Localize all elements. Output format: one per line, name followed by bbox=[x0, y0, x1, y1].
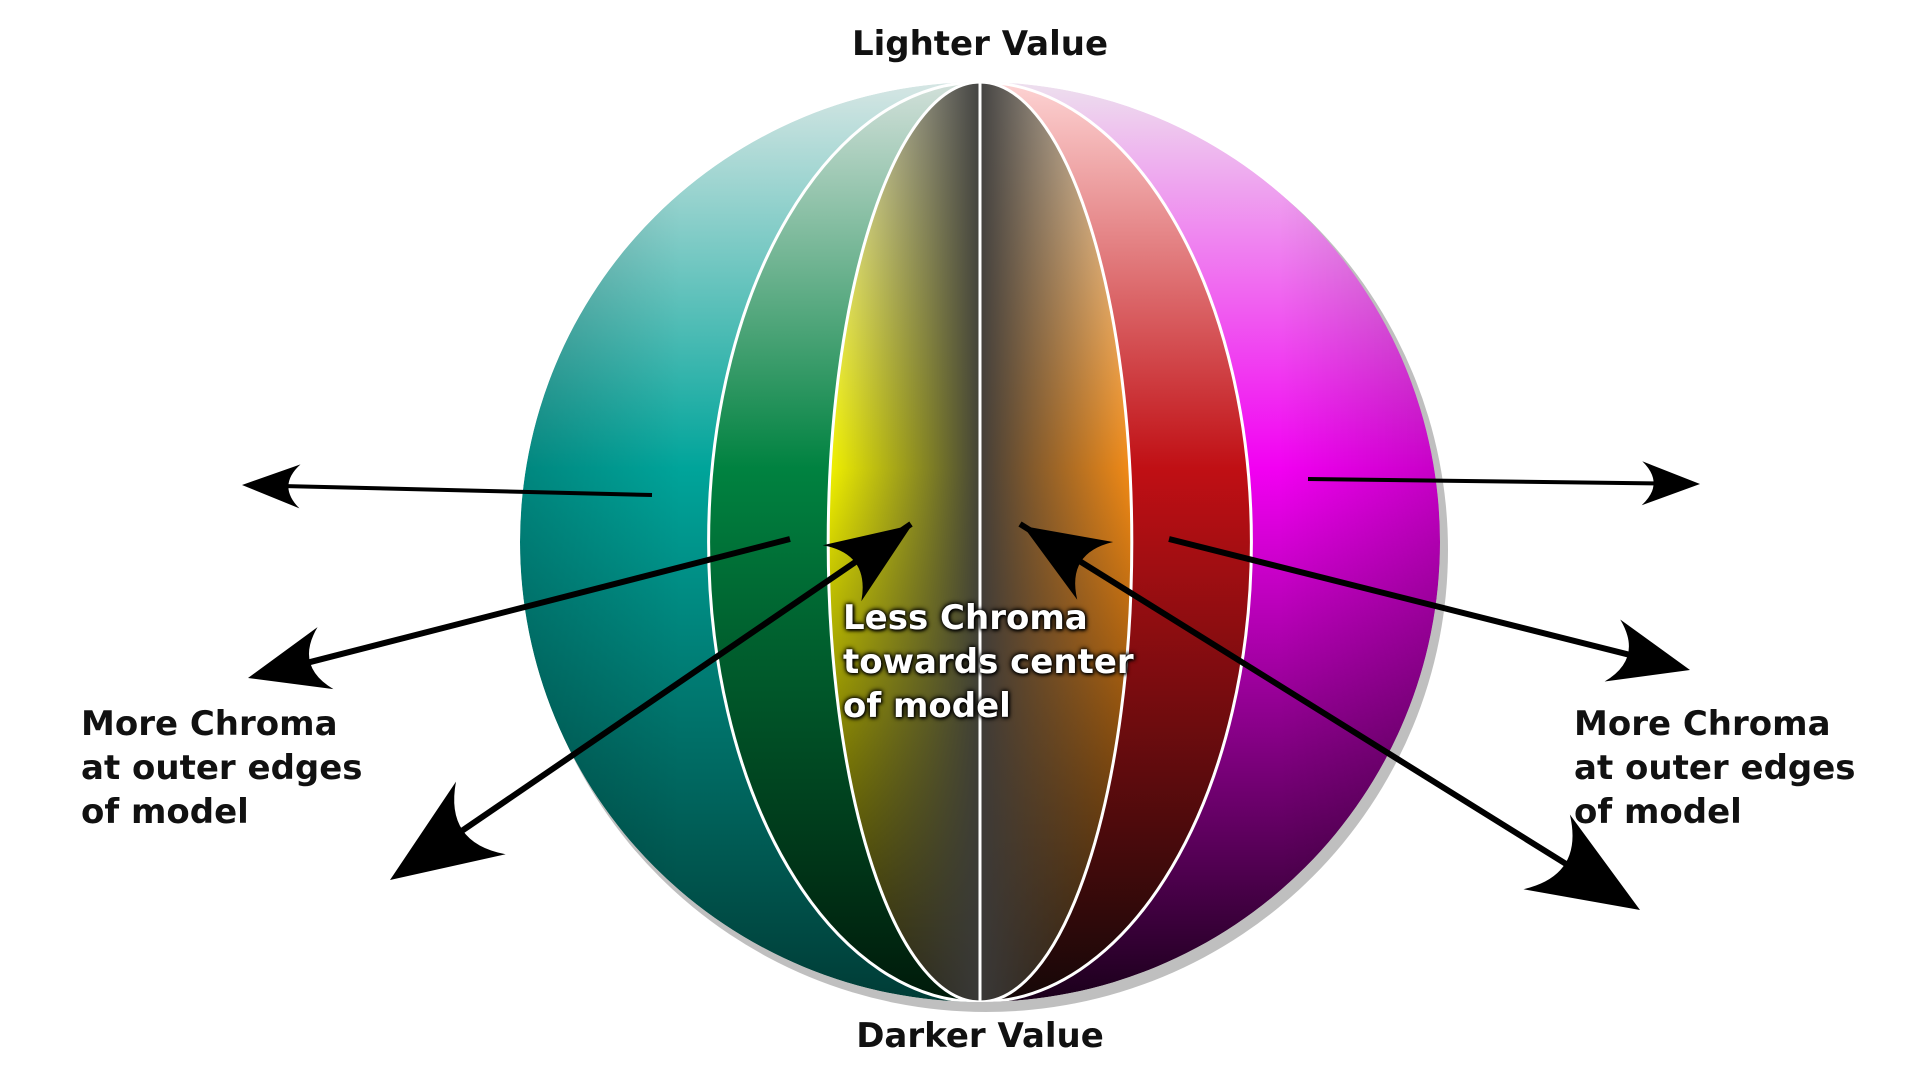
less-chroma-line-1: Less Chroma bbox=[843, 598, 1088, 638]
arrow-left-down bbox=[248, 536, 791, 690]
darker-value-label: Darker Value bbox=[856, 1016, 1104, 1056]
arrow-right-diagonal-head-center bbox=[1023, 526, 1561, 861]
color-sphere bbox=[520, 82, 1448, 1012]
arrow-right-down bbox=[1168, 536, 1690, 682]
more-chroma-right-line-2: at outer edges bbox=[1574, 748, 1856, 788]
less-chroma-line-3: of model bbox=[843, 686, 1011, 726]
arrow-right-diagonal bbox=[1018, 521, 1640, 910]
less-chroma-line-2: towards center bbox=[843, 642, 1134, 682]
arrow-right-horizontal bbox=[1307, 461, 1700, 506]
green-segment bbox=[708, 82, 980, 1002]
more-chroma-left-line-2: at outer edges bbox=[81, 748, 363, 788]
arrow-left-horizontal bbox=[242, 464, 653, 509]
red-segment bbox=[980, 82, 1252, 1002]
more-chroma-left-label: More Chroma at outer edges of model bbox=[81, 702, 363, 834]
more-chroma-right-line-3: of model bbox=[1574, 792, 1742, 832]
more-chroma-left-line-3: of model bbox=[81, 792, 249, 832]
arrow-left-diagonal-head-center bbox=[469, 525, 912, 831]
more-chroma-left-line-1: More Chroma bbox=[81, 704, 338, 744]
more-chroma-right-line-1: More Chroma bbox=[1574, 704, 1831, 744]
less-chroma-center-label: Less Chroma towards center of model bbox=[843, 596, 1134, 728]
more-chroma-right-label: More Chroma at outer edges of model bbox=[1574, 702, 1856, 834]
chroma-arrows bbox=[242, 461, 1700, 910]
lighter-value-label: Lighter Value bbox=[851, 24, 1109, 64]
center-desaturation-left bbox=[828, 82, 980, 1002]
arrow-left-diagonal bbox=[390, 521, 913, 880]
